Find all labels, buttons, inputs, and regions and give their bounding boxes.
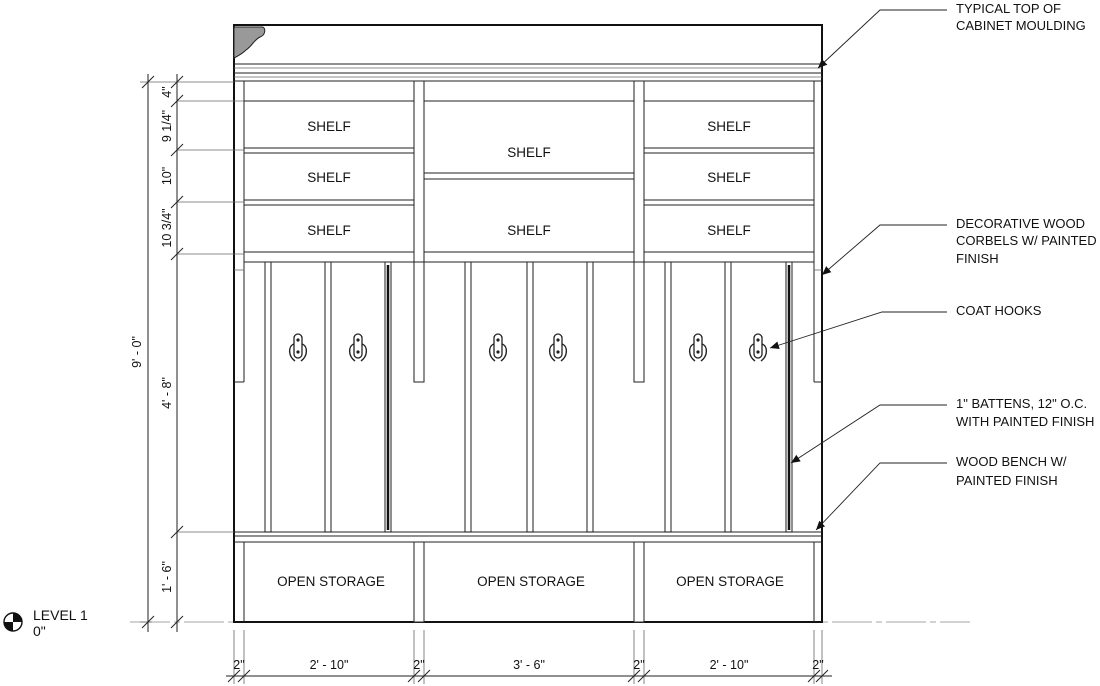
bench-note-line-1: WOOD BENCH W/ [956, 454, 1067, 469]
content-labels: SHELF SHELF SHELF SHELF SHELF SHELF SHEL… [277, 119, 784, 589]
coat-hook-icon [288, 333, 308, 362]
post-mid-right-dim: 2" [633, 658, 644, 672]
shelf-3-dim: 10 3/4" [160, 208, 174, 247]
wood-bench [234, 531, 822, 623]
horizontal-dimension-text: 2" 2' - 10" 2" 3' - 6" 2" 2' - 10" 2" [233, 658, 823, 672]
top-band-dim: 4" [160, 86, 174, 97]
post-right-dim: 2" [812, 658, 823, 672]
vertical-dimension-text: 9' - 0" 4" 9 1/4" 10" 10 3/4" 4' - 8" 1'… [130, 86, 174, 593]
corbels-note-line-2: CORBELS W/ PAINTED [956, 233, 1097, 248]
moulding-profile [233, 26, 266, 59]
shelf-label: SHELF [307, 119, 351, 134]
level-name: LEVEL 1 [33, 607, 88, 623]
shelf-label: SHELF [307, 223, 351, 238]
side-stiles [234, 81, 822, 383]
corbels-note-line-1: DECORATIVE WOOD [956, 216, 1085, 231]
bench-note-line-2: PAINTED FINISH [956, 473, 1058, 488]
center-posts [413, 80, 645, 383]
center-shelf-bay [424, 100, 634, 253]
level-datum: LEVEL 1 0" [3, 607, 88, 639]
shelf-label: SHELF [507, 145, 551, 160]
bay-left-dim: 2' - 10" [310, 658, 349, 672]
annotations: TYPICAL TOP OF CABINET MOULDING DECORATI… [956, 1, 1097, 488]
shelf-label: SHELF [507, 223, 551, 238]
coat-hook-icon [348, 333, 368, 362]
shelf-1-dim: 9 1/4" [160, 110, 174, 142]
battens-note-line-1: 1" BATTENS, 12" O.C. [956, 396, 1087, 411]
overall-height-dim: 9' - 0" [130, 336, 144, 368]
moulding-note-line-2: CABINET MOULDING [956, 18, 1086, 33]
post-left-dim: 2" [233, 658, 244, 672]
coat-hooks-note: COAT HOOKS [956, 303, 1042, 318]
shelf-label: SHELF [707, 223, 751, 238]
bay-center-dim: 3' - 6" [513, 658, 545, 672]
bench-height-dim: 1' - 6" [160, 561, 174, 593]
level-datum-icon [3, 612, 23, 632]
bay-right-dim: 2' - 10" [710, 658, 749, 672]
shelf-label: SHELF [707, 170, 751, 185]
cabinet-outline [233, 24, 823, 623]
corbels-note-line-3: FINISH [956, 251, 999, 266]
hook-zone-dim: 4' - 8" [160, 377, 174, 409]
coat-hook-icon [488, 333, 508, 362]
coat-hook-icon [548, 333, 568, 362]
shelf-label: SHELF [307, 170, 351, 185]
battens [264, 261, 793, 533]
right-shelf-bay [644, 100, 814, 253]
coat-hook-icon [688, 333, 708, 362]
open-storage-label: OPEN STORAGE [477, 574, 585, 589]
open-storage-label: OPEN STORAGE [676, 574, 784, 589]
moulding-note-line-1: TYPICAL TOP OF [956, 1, 1061, 16]
post-mid-left-dim: 2" [413, 658, 424, 672]
battens-note-line-2: WITH PAINTED FINISH [956, 414, 1094, 429]
shelf-label: SHELF [707, 119, 751, 134]
callout-leaders [769, 9, 947, 531]
horizontal-dimensions [226, 630, 832, 684]
crown-moulding [233, 26, 822, 82]
shelf-2-dim: 10" [160, 167, 174, 185]
level-elevation: 0" [33, 623, 46, 639]
open-storage-label: OPEN STORAGE [277, 574, 385, 589]
coat-hook-icon [748, 333, 768, 362]
vertical-dimensions [140, 74, 244, 632]
left-shelf-bay [244, 100, 414, 253]
